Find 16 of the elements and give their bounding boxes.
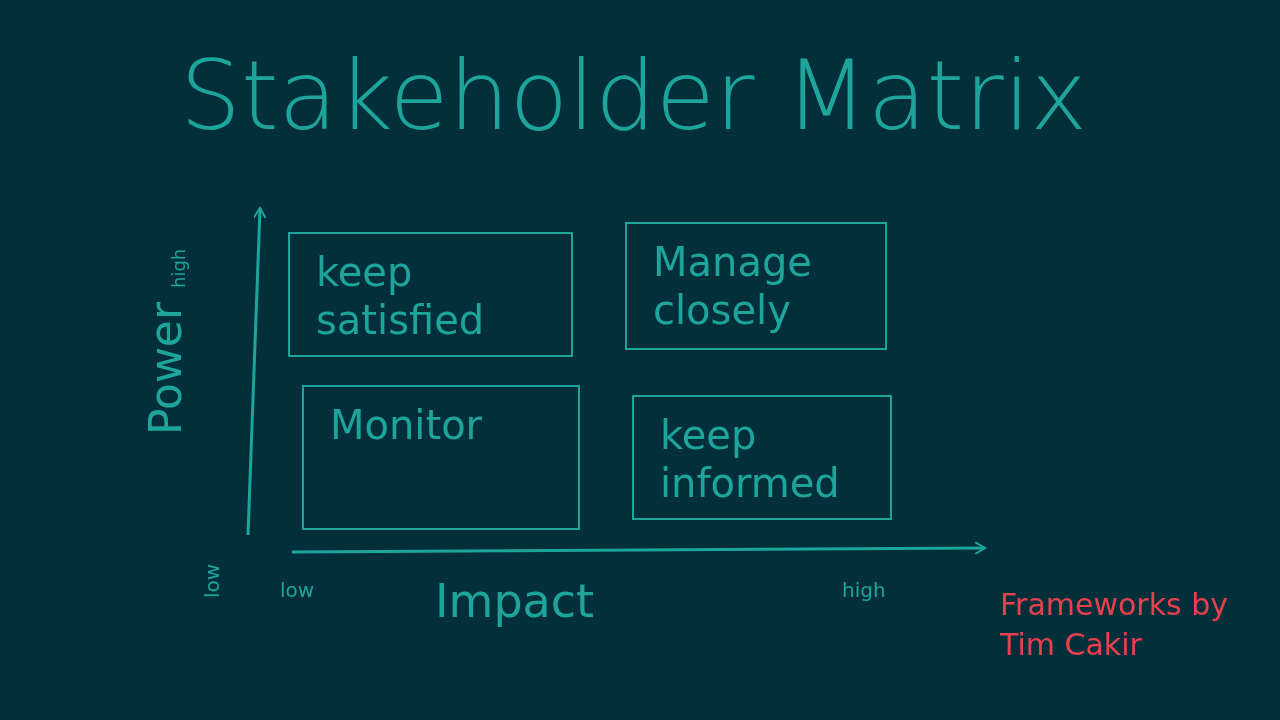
quadrant-label: Monitor [330,401,484,449]
quadrant-label: keep satisfied [316,248,486,344]
quadrant-box [632,395,892,520]
axis-tick-label: high [168,248,189,288]
quadrant-label: Manage closely [653,238,813,334]
quadrant-box [288,232,573,357]
axis-tick-label: low [200,563,224,598]
author-credit: Frameworks by Tim Cakir [1000,586,1230,664]
quadrant-label: keep informed [660,411,841,507]
axis-title: Power [140,301,191,435]
quadrant-box [625,222,887,350]
axis-title: Impact [435,574,595,628]
axis-tick-label: high [842,578,886,602]
title: Stakeholder Matrix [180,40,1088,152]
axis-tick-label: low [280,578,315,602]
quadrant-box [302,385,580,530]
